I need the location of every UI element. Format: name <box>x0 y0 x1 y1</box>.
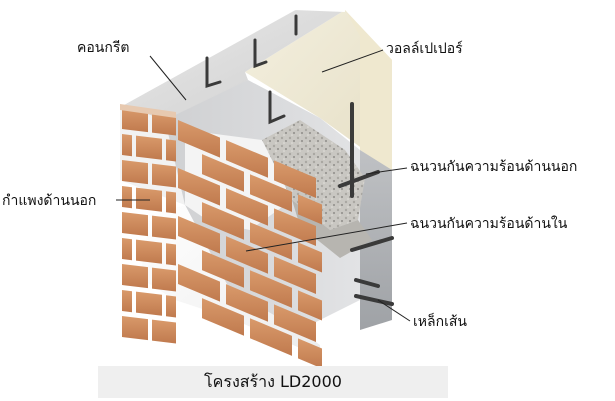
brick <box>250 174 292 212</box>
steel-rod-8 <box>354 278 380 288</box>
brick <box>122 238 132 261</box>
leader-steel-rod <box>377 299 411 322</box>
brick <box>250 270 292 308</box>
brick <box>166 295 176 318</box>
steel-rod-7 <box>350 236 394 252</box>
leader-concrete <box>149 55 187 101</box>
label-inner-insulation: ฉนวนกันความร้อนด้านใน <box>410 216 568 232</box>
brick <box>136 135 162 160</box>
brick <box>122 290 132 313</box>
brick <box>136 291 162 316</box>
brick <box>178 120 220 158</box>
brick <box>166 139 176 162</box>
caption-text: โครงสร้าง LD2000 <box>204 371 342 391</box>
brick <box>202 202 244 240</box>
brick <box>122 186 132 209</box>
brick <box>152 319 176 344</box>
label-outer-wall: กำแพงด้านนอก <box>2 193 97 209</box>
brick-top-edge <box>120 104 176 118</box>
brick <box>274 208 316 246</box>
brick <box>122 108 148 133</box>
steel-rods <box>205 14 394 306</box>
brick <box>178 264 220 302</box>
brick <box>298 338 322 369</box>
brick <box>202 298 244 336</box>
brick <box>202 250 244 288</box>
brick <box>152 215 176 240</box>
brick <box>298 194 322 225</box>
brick <box>166 243 176 266</box>
steel-rod-2 <box>253 38 268 69</box>
steel-rod-1 <box>205 56 222 89</box>
leader-inner-insulation <box>245 222 408 252</box>
brick <box>274 304 316 342</box>
brick <box>226 140 268 178</box>
brick <box>274 160 316 198</box>
brick <box>152 163 176 188</box>
brick <box>274 256 316 294</box>
brick-wall <box>120 104 322 369</box>
brick <box>250 222 292 260</box>
brick <box>250 318 292 356</box>
brick <box>178 216 220 254</box>
outer-insulation-block <box>262 120 372 258</box>
leader-outer-insulation <box>365 167 408 175</box>
steel-rod-9 <box>354 294 394 306</box>
label-outer-insulation: ฉนวนกันความร้อนด้านนอก <box>410 159 578 175</box>
brick <box>152 111 176 136</box>
brick <box>122 134 132 157</box>
leader-wallpaper <box>321 49 384 73</box>
brick <box>122 264 148 289</box>
brick <box>152 267 176 292</box>
brick <box>298 242 322 273</box>
brick <box>226 236 268 274</box>
caption-bar: โครงสร้าง LD2000 <box>98 366 448 398</box>
label-steel-rod: เหล็กเส้น <box>413 314 467 330</box>
brick <box>166 191 176 214</box>
brick <box>298 290 322 321</box>
brick <box>122 212 148 237</box>
brick <box>178 168 220 206</box>
label-wallpaper: วอลล์เปเปอร์ <box>386 41 463 57</box>
brick <box>226 284 268 322</box>
brick <box>202 154 244 192</box>
steel-rod-4 <box>268 90 286 125</box>
brick <box>226 188 268 226</box>
brick <box>122 160 148 185</box>
steel-rod-6 <box>338 170 380 188</box>
leader-lines <box>116 49 411 322</box>
brick <box>136 239 162 264</box>
label-concrete: คอนกรีต <box>77 40 130 56</box>
brick <box>122 316 148 341</box>
